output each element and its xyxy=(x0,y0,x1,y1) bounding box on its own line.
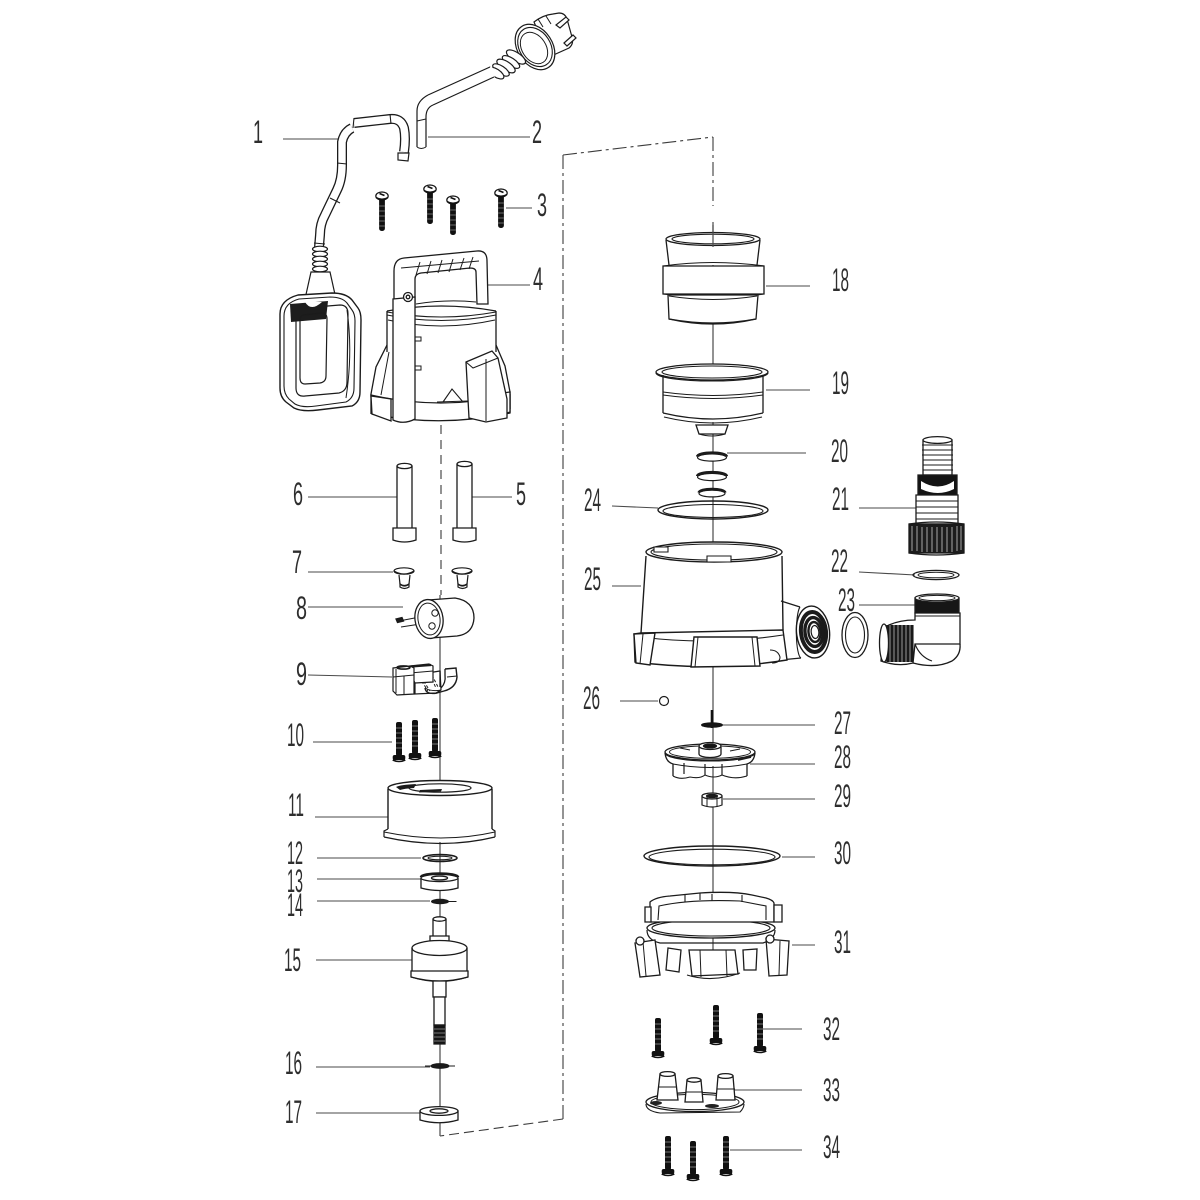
svg-text:34: 34 xyxy=(823,1129,840,1165)
svg-text:8: 8 xyxy=(296,590,307,626)
svg-text:17: 17 xyxy=(285,1094,302,1130)
svg-text:32: 32 xyxy=(823,1011,840,1047)
svg-text:21: 21 xyxy=(832,481,849,517)
svg-text:26: 26 xyxy=(583,680,600,716)
svg-text:30: 30 xyxy=(834,835,851,871)
svg-text:10: 10 xyxy=(287,717,304,753)
svg-text:5: 5 xyxy=(516,476,526,512)
svg-text:3: 3 xyxy=(537,187,547,223)
svg-text:29: 29 xyxy=(834,778,851,814)
svg-text:20: 20 xyxy=(831,433,848,469)
svg-text:4: 4 xyxy=(533,261,543,297)
svg-text:16: 16 xyxy=(285,1045,302,1081)
svg-text:22: 22 xyxy=(831,543,848,579)
svg-text:24: 24 xyxy=(584,482,601,518)
svg-text:9: 9 xyxy=(296,656,307,692)
svg-text:27: 27 xyxy=(834,705,851,741)
svg-text:12: 12 xyxy=(287,835,303,871)
svg-text:23: 23 xyxy=(838,582,855,618)
svg-text:19: 19 xyxy=(832,365,849,401)
svg-text:11: 11 xyxy=(288,787,304,823)
svg-text:15: 15 xyxy=(284,942,301,978)
svg-text:33: 33 xyxy=(823,1072,840,1108)
svg-text:7: 7 xyxy=(292,544,302,580)
svg-text:1: 1 xyxy=(253,114,263,150)
svg-text:31: 31 xyxy=(834,924,851,960)
svg-text:13: 13 xyxy=(287,863,303,899)
svg-text:18: 18 xyxy=(832,262,849,298)
svg-text:28: 28 xyxy=(834,739,851,775)
svg-text:6: 6 xyxy=(293,476,303,512)
svg-text:2: 2 xyxy=(532,114,542,150)
svg-text:25: 25 xyxy=(584,561,601,597)
svg-text:14: 14 xyxy=(287,887,303,923)
